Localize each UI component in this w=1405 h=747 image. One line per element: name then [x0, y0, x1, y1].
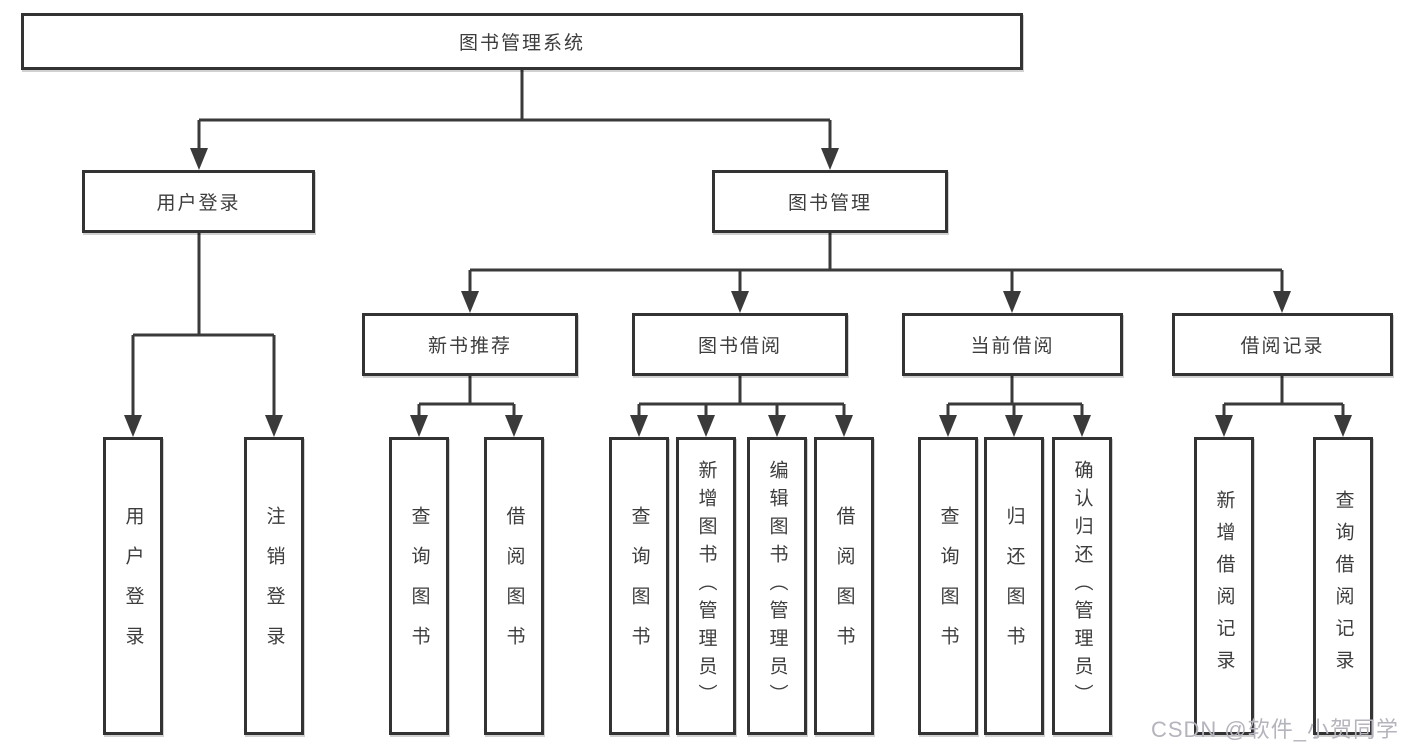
node-book-borrow-label: 图书借阅 [697, 336, 782, 357]
leaf-confirm-return-admin: 确认归还（管理员） [1052, 437, 1112, 735]
leaf-add-borrow-record-label: 新增借阅记录 [1213, 490, 1235, 682]
leaf-query-borrow-record: 查询借阅记录 [1313, 437, 1373, 735]
node-new-book-recommend: 新书推荐 [362, 313, 578, 376]
leaf-query-books-current-label: 查询图书 [937, 506, 959, 666]
leaf-return-books: 归还图书 [984, 437, 1044, 735]
node-book-borrow: 图书借阅 [632, 313, 848, 376]
node-user-login-label: 用户登录 [156, 193, 241, 214]
leaf-return-books-label: 归还图书 [1003, 506, 1025, 666]
tree-edges [131, 70, 1345, 419]
leaf-query-books-current: 查询图书 [918, 437, 978, 735]
node-book-management: 图书管理 [712, 170, 948, 233]
leaf-edit-books-admin: 编辑图书（管理员） [747, 437, 807, 735]
leaf-query-books-borrow: 查询图书 [609, 437, 669, 735]
leaf-edit-books-admin-label: 编辑图书（管理员） [766, 460, 788, 712]
leaf-user-login-label: 用户登录 [122, 506, 144, 666]
node-borrow-records-label: 借阅记录 [1240, 336, 1325, 357]
leaf-user-login: 用户登录 [103, 437, 163, 735]
leaf-borrow-books: 借阅图书 [814, 437, 874, 735]
leaf-add-borrow-record: 新增借阅记录 [1194, 437, 1254, 735]
leaf-add-books-admin: 新增图书（管理员） [676, 437, 736, 735]
node-borrow-records: 借阅记录 [1172, 313, 1393, 376]
leaf-query-books-recommend-label: 查询图书 [408, 506, 430, 666]
leaf-borrow-books-label: 借阅图书 [833, 506, 855, 666]
node-new-book-recommend-label: 新书推荐 [427, 336, 512, 357]
leaf-confirm-return-admin-label: 确认归还（管理员） [1071, 460, 1093, 712]
node-current-borrow-label: 当前借阅 [970, 336, 1055, 357]
node-user-login: 用户登录 [82, 170, 315, 233]
leaf-query-borrow-record-label: 查询借阅记录 [1332, 490, 1354, 682]
leaf-query-books-borrow-label: 查询图书 [628, 506, 650, 666]
node-root: 图书管理系统 [21, 13, 1023, 70]
node-current-borrow: 当前借阅 [902, 313, 1123, 376]
arrowheads [124, 148, 1352, 437]
leaf-borrow-books-recommend-label: 借阅图书 [503, 506, 525, 666]
node-root-label: 图书管理系统 [458, 33, 585, 54]
node-book-management-label: 图书管理 [787, 193, 872, 214]
leaf-query-books-recommend: 查询图书 [389, 437, 449, 735]
leaf-logout-label: 注销登录 [263, 506, 285, 666]
leaf-logout: 注销登录 [244, 437, 304, 735]
leaf-add-books-admin-label: 新增图书（管理员） [695, 460, 717, 712]
leaf-borrow-books-recommend: 借阅图书 [484, 437, 544, 735]
